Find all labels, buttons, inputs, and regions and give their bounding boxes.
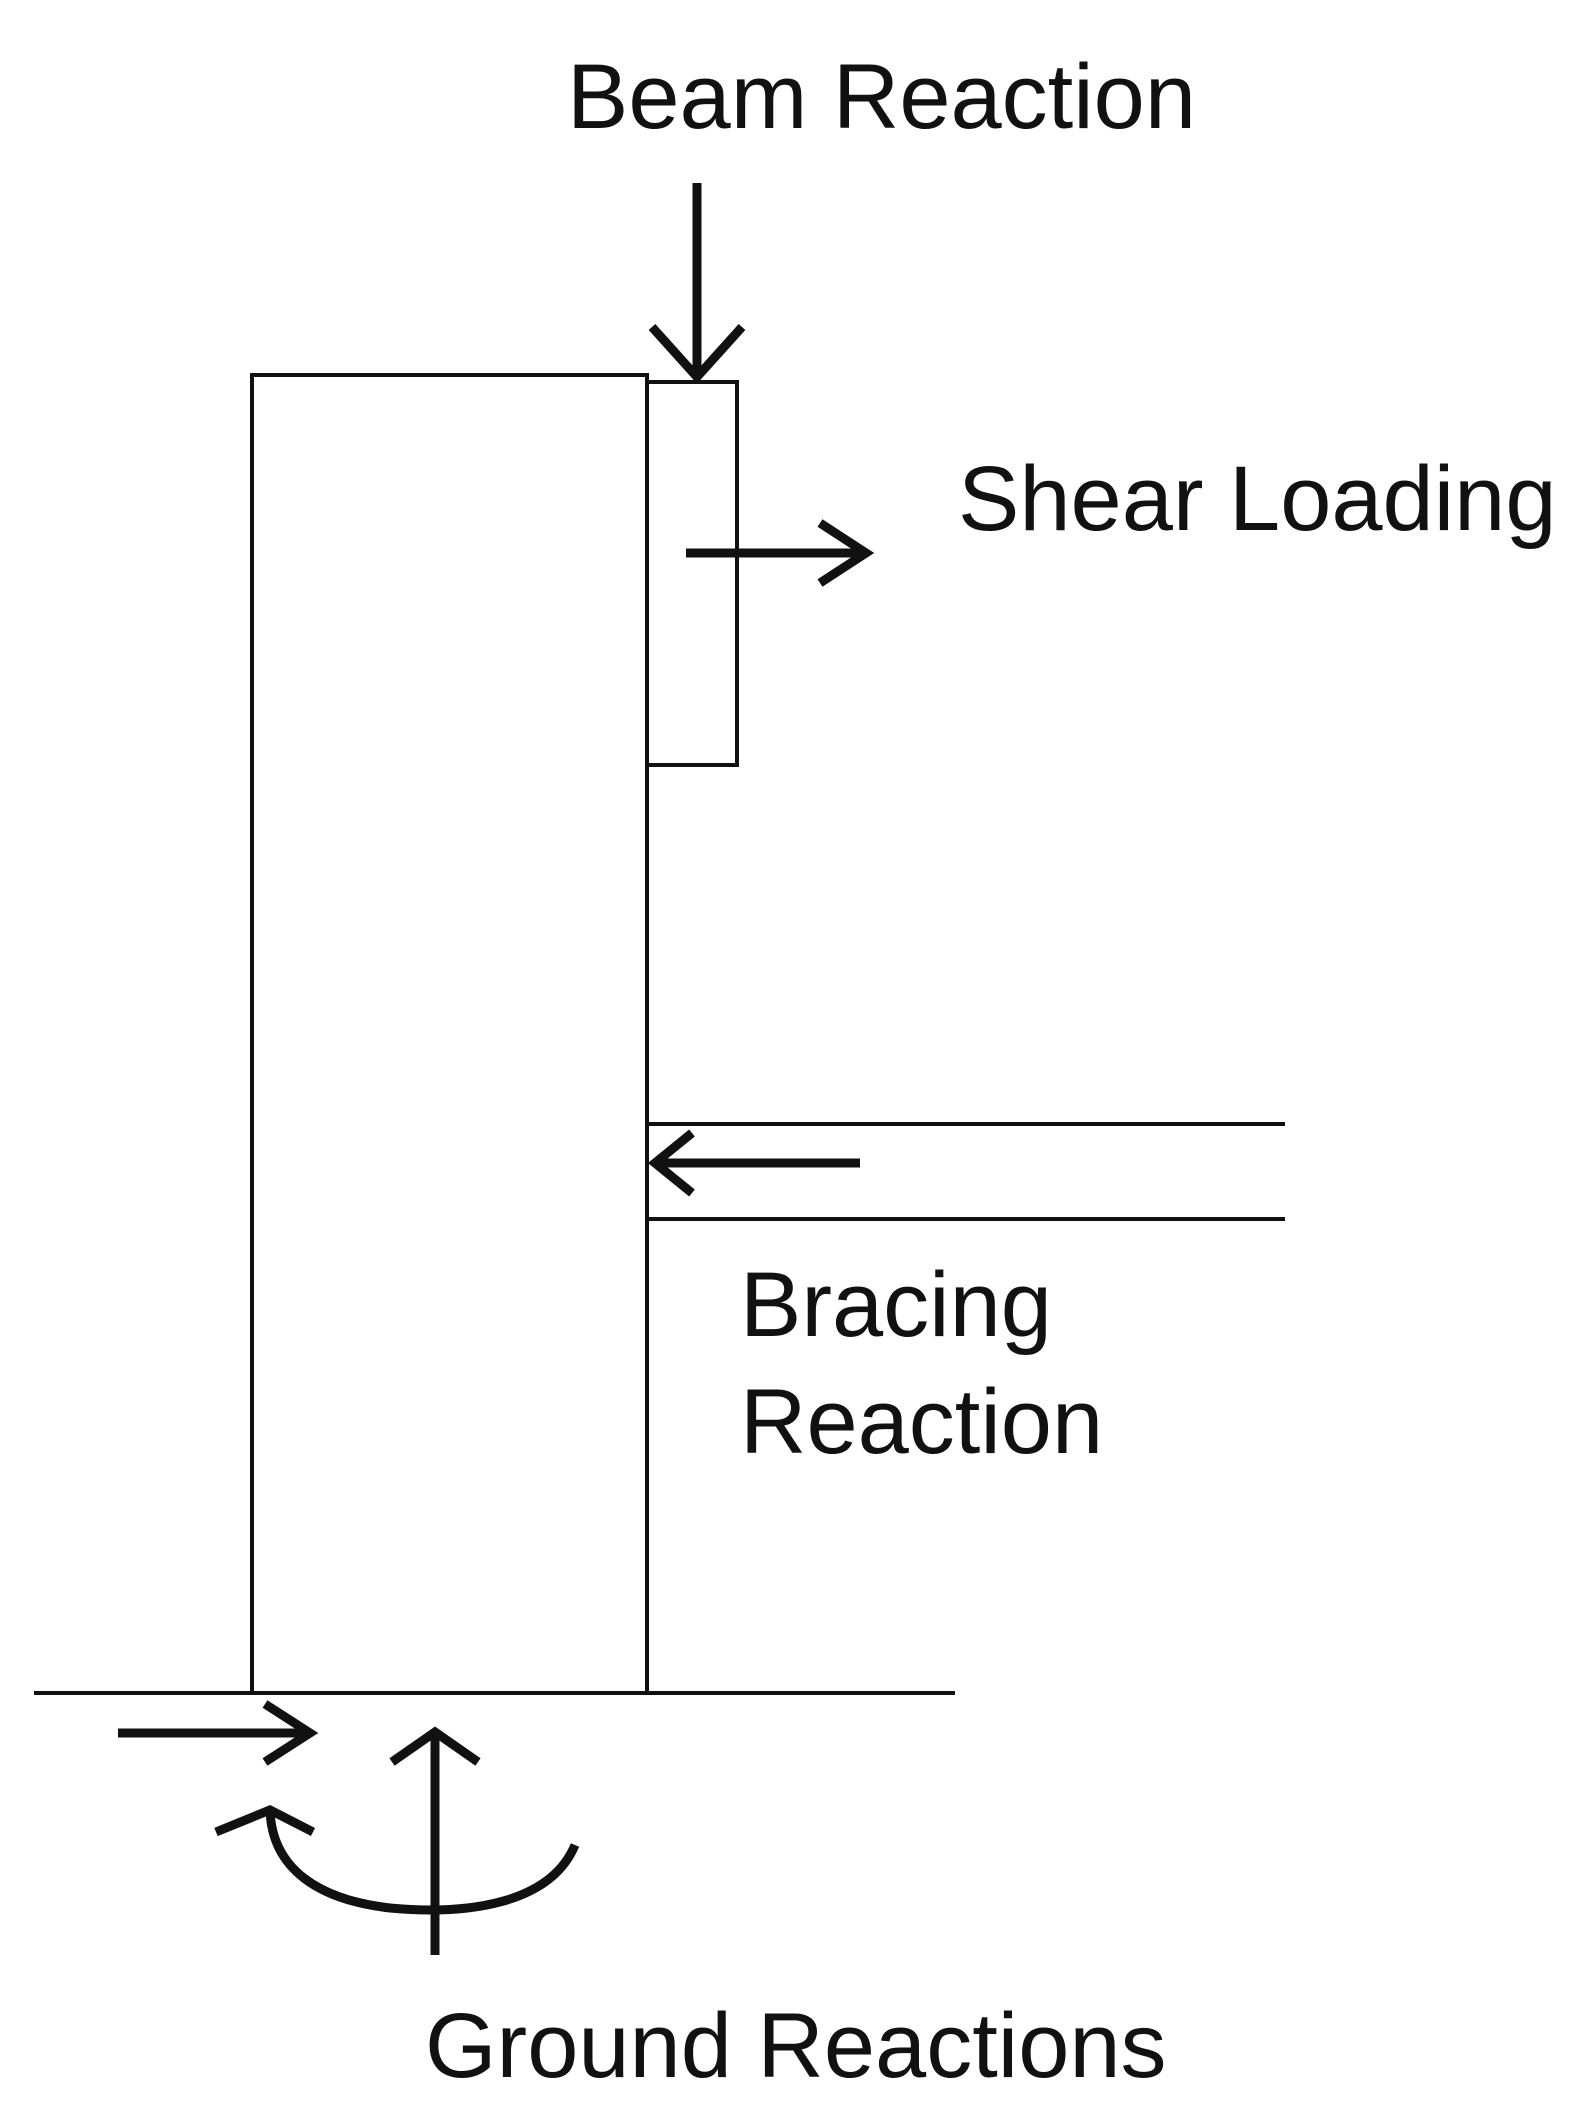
label-bracing: Bracing xyxy=(740,1254,1052,1356)
bracing-reaction-arrow xyxy=(647,1129,860,1197)
ground-horizontal-reaction-arrow xyxy=(118,1700,319,1766)
label-ground-reactions: Ground Reactions xyxy=(425,1995,1167,2097)
label-shear-loading: Shear Loading xyxy=(958,448,1557,550)
label-reaction: Reaction xyxy=(740,1371,1103,1473)
ground-vertical-reaction-arrow xyxy=(389,1726,481,1955)
beam-bearing-plate xyxy=(645,380,739,767)
shear-loading-arrow xyxy=(686,519,875,587)
label-beam-reaction: Beam Reaction xyxy=(567,46,1196,148)
ground-moment-reaction-arrow xyxy=(214,1805,580,1915)
wall-body xyxy=(250,373,649,1695)
beam-reaction-arrow xyxy=(648,183,746,384)
